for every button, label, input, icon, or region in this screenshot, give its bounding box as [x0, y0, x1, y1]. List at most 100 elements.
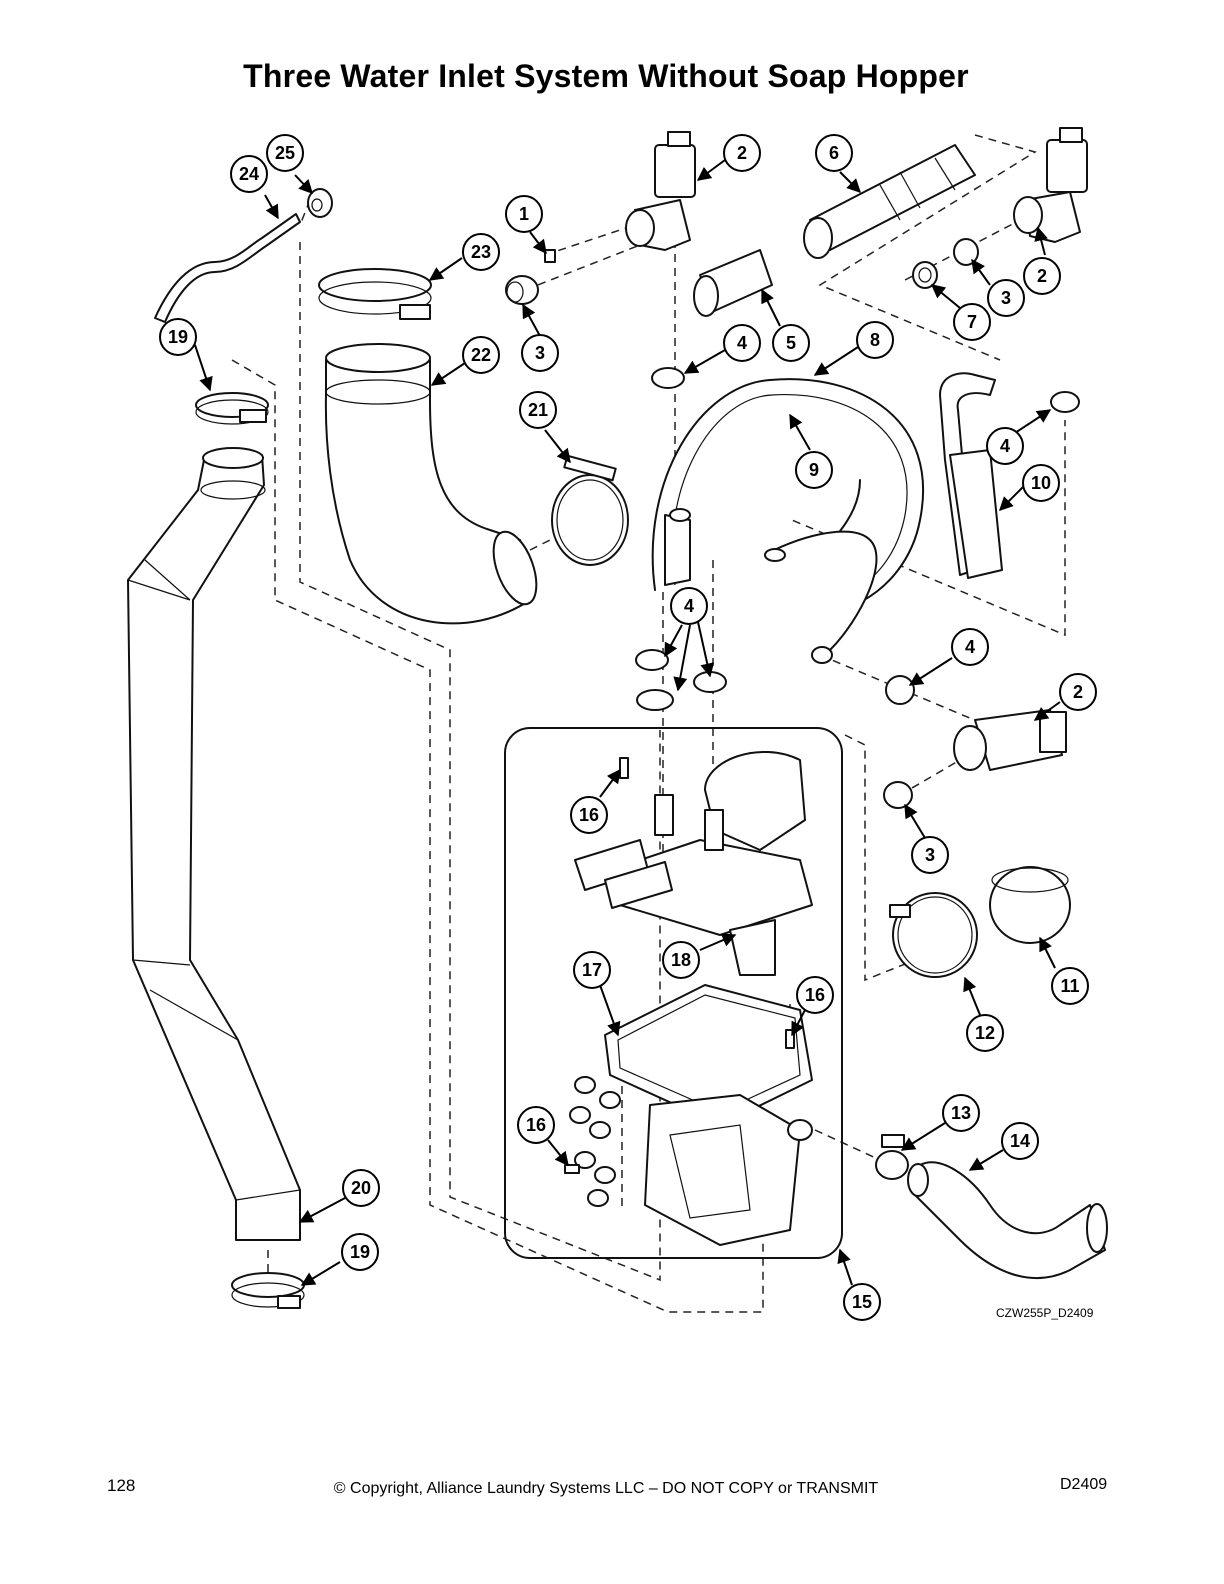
- fill-hose-6: [803, 144, 976, 259]
- svg-text:2: 2: [1073, 682, 1083, 702]
- svg-text:2: 2: [1037, 266, 1047, 286]
- callout-14: 14: [1001, 1122, 1039, 1160]
- inlet-valve-left: [625, 131, 696, 251]
- flow-washer-3c: [883, 781, 913, 809]
- hose-clamp-19-bottom: [231, 1272, 305, 1309]
- page-title: Three Water Inlet System Without Soap Ho…: [243, 58, 969, 94]
- svg-text:1: 1: [519, 204, 529, 224]
- svg-text:7: 7: [967, 312, 977, 332]
- flow-washer-3b: [953, 238, 979, 266]
- page-number: 128: [107, 1476, 136, 1495]
- callout-7: 7: [953, 303, 991, 341]
- drain-pipe: [127, 447, 301, 1241]
- clamp-13: [875, 1134, 909, 1180]
- svg-text:14: 14: [1010, 1131, 1030, 1151]
- elbow-hose: [324, 343, 538, 625]
- document-code: D2409: [1060, 1476, 1108, 1493]
- svg-text:4: 4: [1000, 436, 1010, 456]
- svg-text:16: 16: [526, 1115, 546, 1135]
- svg-text:8: 8: [870, 330, 880, 350]
- svg-text:6: 6: [829, 143, 839, 163]
- leader-lines: [194, 159, 1061, 1286]
- large-clamp-23: [318, 268, 432, 320]
- grommet: [307, 188, 333, 218]
- svg-text:12: 12: [975, 1023, 995, 1043]
- hose-clamp-19-top: [195, 392, 269, 425]
- callout-17: 17: [573, 951, 611, 989]
- callout-2: 2: [723, 134, 761, 172]
- adapter-5: [693, 249, 773, 317]
- hose-14: [907, 1161, 1108, 1279]
- svg-text:21: 21: [528, 400, 548, 420]
- svg-text:19: 19: [168, 327, 188, 347]
- washer-7: [912, 261, 938, 289]
- callout-12: 12: [966, 1014, 1004, 1052]
- callout-1: 1: [505, 195, 543, 233]
- small-clamps-4: [635, 367, 1080, 711]
- callout-9: 9: [795, 451, 833, 489]
- vent-tube: [154, 213, 301, 323]
- hose-assembly-8: [651, 378, 925, 664]
- callout-4: 4: [723, 324, 761, 362]
- dispenser-base: [569, 1076, 813, 1246]
- inlet-valve-lower: [953, 709, 1067, 771]
- callout-11: 11: [1051, 967, 1089, 1005]
- svg-text:18: 18: [671, 950, 691, 970]
- callouts: 1 2 2 2 3 3 3 4 4 4 4 4 5 6 7 8 9 10 11 …: [159, 134, 1097, 1321]
- copyright-notice: © Copyright, Alliance Laundry Systems LL…: [333, 1480, 879, 1497]
- dispenser-housing-boundary: [504, 727, 843, 1259]
- svg-text:17: 17: [582, 960, 602, 980]
- callout-21: 21: [519, 391, 557, 429]
- callout-6: 6: [815, 134, 853, 172]
- svg-text:9: 9: [809, 460, 819, 480]
- svg-text:25: 25: [275, 143, 295, 163]
- gasket-17: [604, 984, 813, 1126]
- callout-24: 24: [230, 155, 268, 193]
- wire-clamp-21: [551, 454, 629, 566]
- flow-washer-3: [505, 275, 539, 305]
- callout-20: 20: [342, 1169, 380, 1207]
- ring-11: [989, 866, 1071, 944]
- callout-8: 8: [856, 321, 894, 359]
- screw-1: [544, 249, 556, 263]
- callout-4: 4: [951, 628, 989, 666]
- svg-text:16: 16: [579, 805, 599, 825]
- callout-23: 23: [462, 233, 500, 271]
- callout-13: 13: [942, 1094, 980, 1132]
- svg-text:23: 23: [471, 242, 491, 262]
- svg-text:2: 2: [737, 143, 747, 163]
- callout-10: 10: [1022, 464, 1060, 502]
- inlet-valve-right: [1013, 127, 1088, 243]
- callout-4: 4: [986, 427, 1024, 465]
- screws-16: [564, 757, 795, 1174]
- callout-19: 19: [341, 1233, 379, 1271]
- dispenser-lid-18: [574, 751, 813, 976]
- callout-19: 19: [159, 318, 197, 356]
- callout-22: 22: [462, 336, 500, 374]
- svg-text:3: 3: [535, 343, 545, 363]
- callout-15: 15: [843, 1283, 881, 1321]
- svg-text:5: 5: [786, 333, 796, 353]
- callout-16: 16: [570, 796, 608, 834]
- callout-16: 16: [517, 1106, 555, 1144]
- svg-text:11: 11: [1060, 976, 1079, 996]
- callout-2: 2: [1059, 673, 1097, 711]
- band-clamp-12: [889, 892, 978, 978]
- svg-text:24: 24: [239, 164, 259, 184]
- callout-3: 3: [521, 334, 559, 372]
- svg-text:4: 4: [684, 596, 694, 616]
- svg-text:10: 10: [1031, 473, 1051, 493]
- callout-2: 2: [1023, 257, 1061, 295]
- svg-text:4: 4: [965, 637, 975, 657]
- callout-3: 3: [987, 279, 1025, 317]
- svg-text:3: 3: [925, 845, 935, 865]
- callout-4: 4: [670, 587, 708, 625]
- callout-3: 3: [911, 836, 949, 874]
- elbow-hose-10: [939, 372, 1003, 579]
- callout-16: 16: [796, 976, 834, 1014]
- svg-text:13: 13: [951, 1103, 971, 1123]
- svg-text:15: 15: [852, 1292, 872, 1312]
- callout-5: 5: [772, 324, 810, 362]
- callout-25: 25: [266, 134, 304, 172]
